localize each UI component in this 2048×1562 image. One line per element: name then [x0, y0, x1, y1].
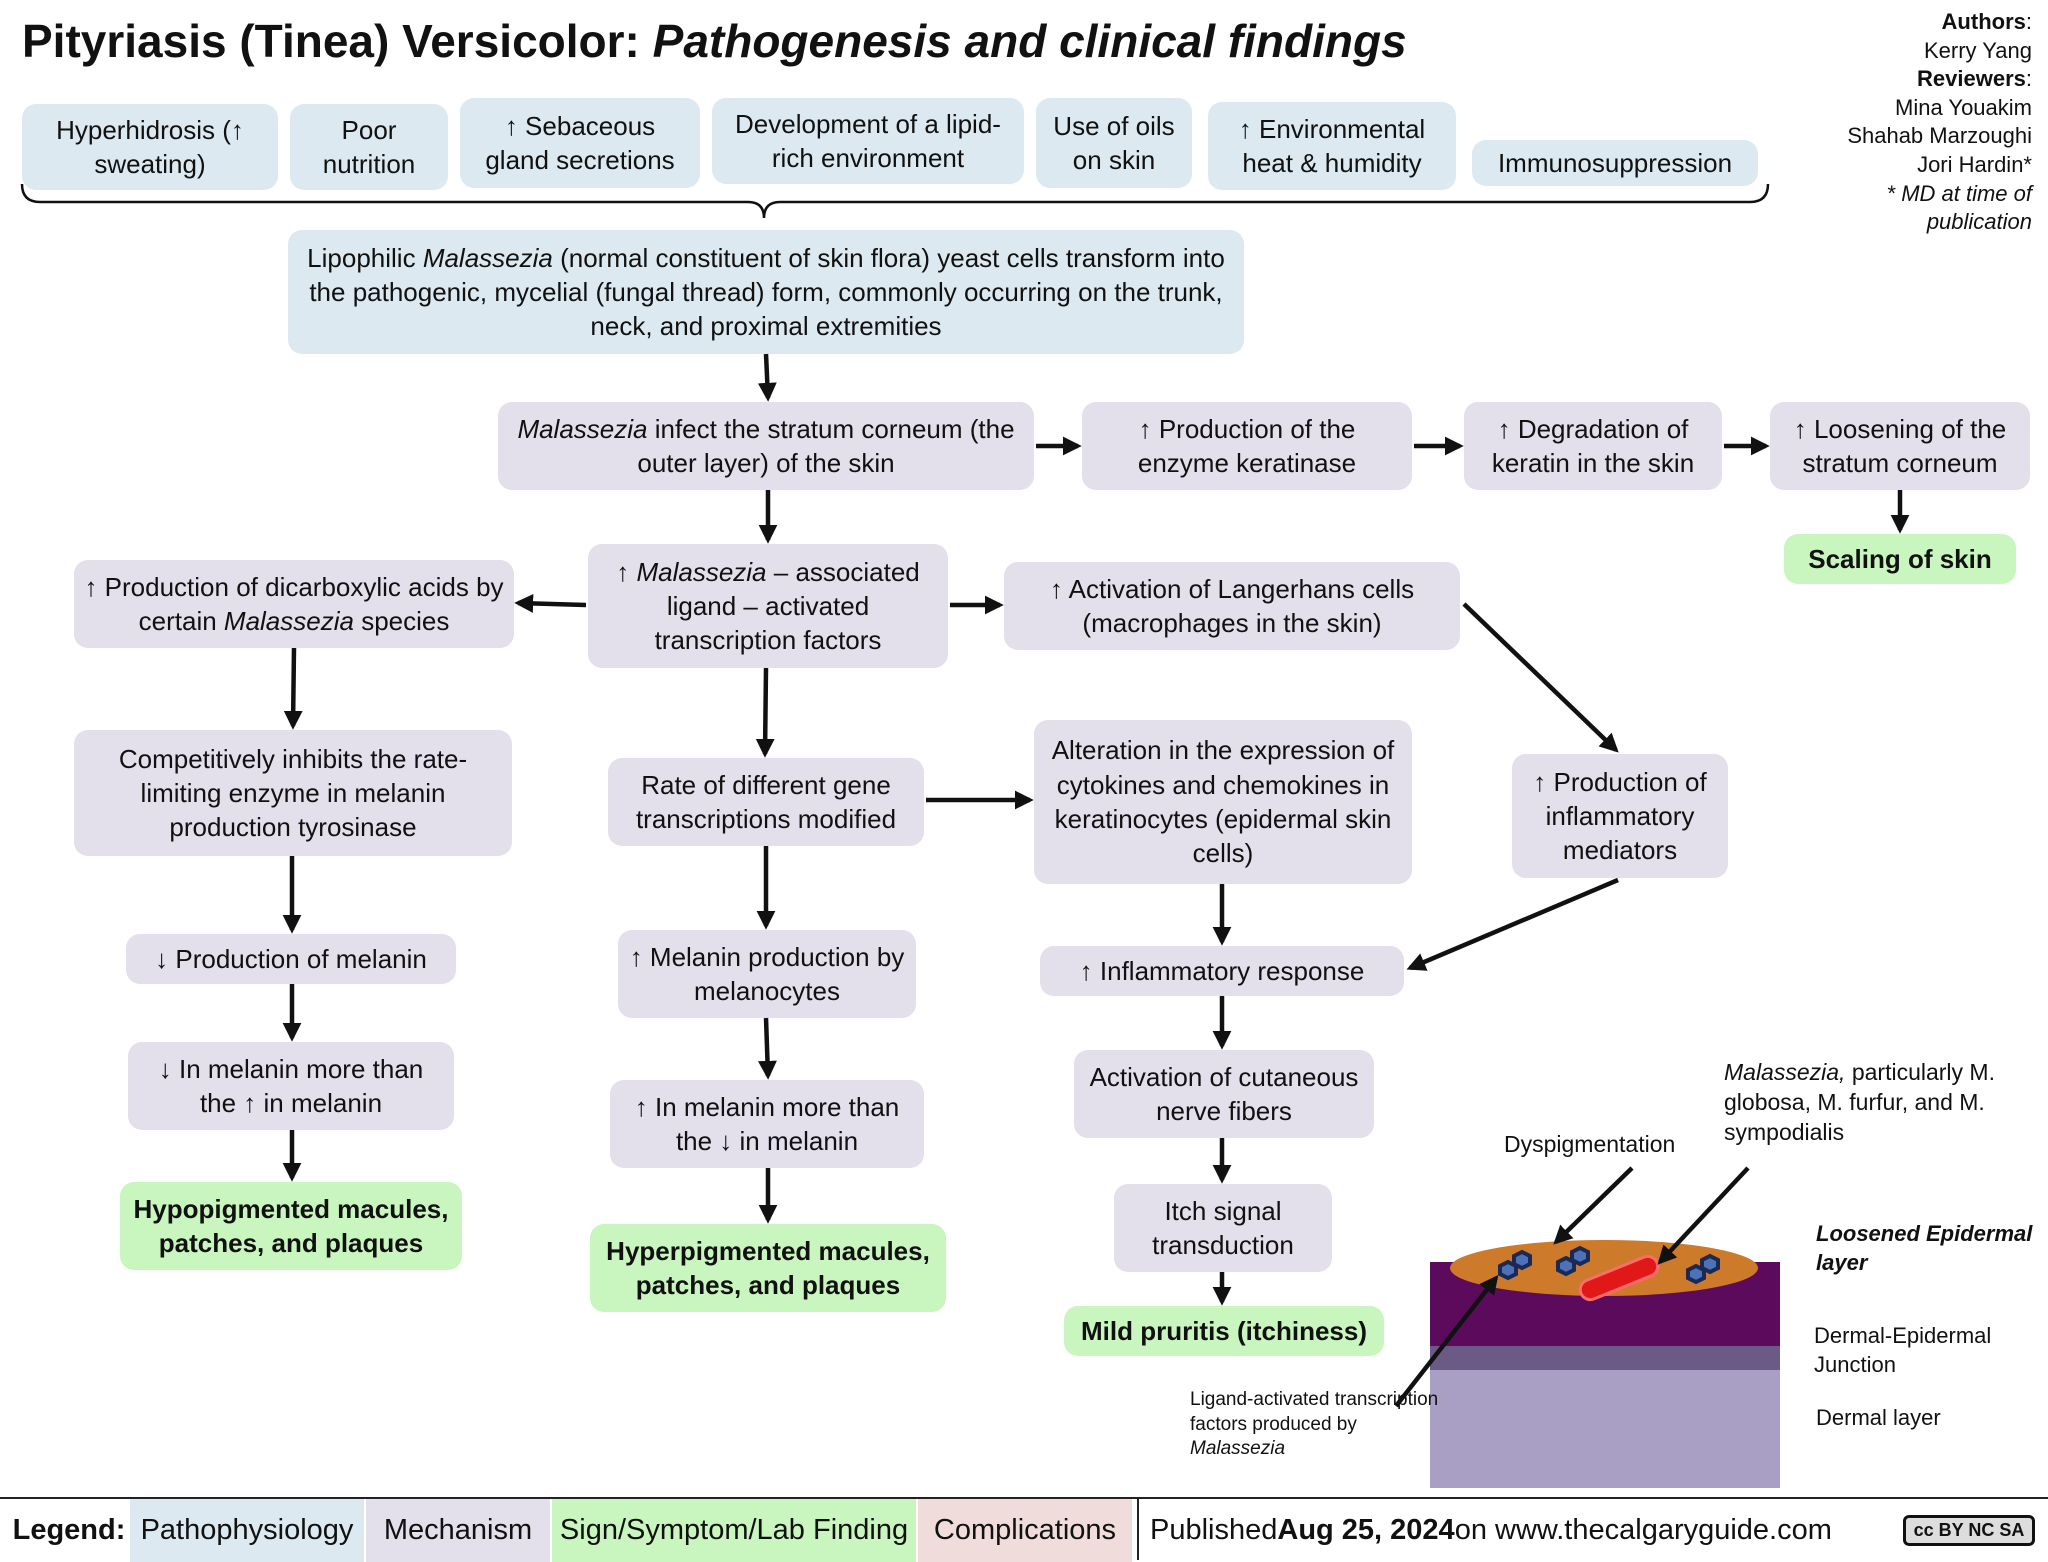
grouping-bracket [20, 183, 1770, 219]
risk-factor-lipid: Development of a lipid-rich environment [712, 98, 1024, 184]
label-junction: Dermal-Epidermal Junction [1814, 1323, 1992, 1377]
risk-factor-nutrition: Poor nutrition [290, 104, 448, 190]
dermal-epidermal-junction [1430, 1346, 1780, 1370]
node-itch: Itch signal transduction [1114, 1184, 1332, 1272]
page-title: Pityriasis (Tinea) Versicolor: Pathogene… [22, 14, 1407, 68]
node-keratinase: ↑ Production of the enzyme keratinase [1082, 402, 1412, 490]
reviewer-name: Mina Youakim [1895, 94, 2032, 120]
node-langerhans: ↑ Activation of Langerhans cells (macrop… [1004, 562, 1460, 650]
published-line: Published Aug 25, 2024 on www.thecalgary… [1150, 1514, 1832, 1546]
yeast-cell-icon [1512, 1249, 1532, 1271]
node-transform: Lipophilic Malassezia (normal constituen… [288, 230, 1244, 354]
node-loosening: ↑ Loosening of the stratum corneum [1770, 402, 2030, 490]
yeast-cell-icon [1498, 1259, 1518, 1281]
dermal-layer [1430, 1370, 1780, 1488]
node-scaling: Scaling of skin [1784, 534, 2016, 584]
risk-factor-immunosuppression: Immunosuppression [1472, 140, 1758, 186]
node-pruritis: Mild pruritis (itchiness) [1064, 1306, 1384, 1356]
risk-factor-oils: Use of oils on skin [1036, 98, 1192, 188]
yeast-cell-icon [1700, 1253, 1720, 1275]
label-ligand-factors: Ligand-activated transcription factors p… [1190, 1389, 1439, 1460]
legend-sign-symptom: Sign/Symptom/Lab Finding [552, 1499, 916, 1562]
node-less-melanin: ↓ In melanin more than the ↑ in melanin [128, 1042, 454, 1130]
node-infect: Malassezia infect the stratum corneum (t… [498, 402, 1034, 490]
arrow [1657, 1166, 1750, 1265]
legend-label: Legend: [12, 1514, 126, 1546]
arrow [1406, 877, 1619, 971]
risk-factor-heat: ↑ Environmental heat & humidity [1208, 102, 1456, 190]
risk-factor-sebaceous: ↑ Sebaceous gland secretions [460, 98, 700, 188]
hypha-icon [1578, 1254, 1660, 1302]
authors-label: Authors [1941, 9, 2026, 34]
authors-note: * MD at time of publication [1886, 180, 2032, 235]
arrow [514, 593, 587, 613]
legend-complications: Complications [918, 1499, 1132, 1562]
yeast-cell-icon [1556, 1255, 1576, 1277]
title-subtitle: Pathogenesis and clinical findings [652, 15, 1407, 67]
node-melanin-down: ↓ Production of melanin [126, 934, 456, 984]
node-melanin-up: ↑ Melanin production by melanocytes [618, 930, 916, 1018]
node-dicarboxylic: ↑ Production of dicarboxylic acids by ce… [74, 560, 514, 648]
arrow [1462, 602, 1619, 753]
label-dermal: Dermal layer [1816, 1405, 1941, 1430]
node-rate: Rate of different gene transcriptions mo… [608, 758, 924, 846]
authors-block: Authors: Kerry Yang Reviewers: Mina Youa… [1847, 9, 2032, 235]
label-species: Malassezia, particularly M. globosa, M. … [1724, 1059, 1995, 1145]
node-mediators: ↑ Production of inflammatory mediators [1512, 754, 1728, 878]
reviewer-name: Jori Hardin* [1917, 151, 2032, 177]
node-nerve: Activation of cutaneous nerve fibers [1074, 1050, 1374, 1138]
legend: Legend: Pathophysiology Mechanism Sign/S… [0, 1497, 2048, 1562]
node-degradation: ↑ Degradation of keratin in the skin [1464, 402, 1722, 490]
arrow [758, 1017, 777, 1080]
yeast-cell-icon [1686, 1263, 1706, 1285]
arrow [757, 353, 777, 402]
node-ligand: ↑ Malassezia – associated ligand – activ… [588, 544, 948, 668]
node-more-melanin: ↑ In melanin more than the ↓ in melanin [610, 1080, 924, 1168]
cc-license-icon: cc BY NC SA [1896, 1499, 2042, 1562]
node-hyperpigmented: Hyperpigmented macules, patches, and pla… [590, 1224, 946, 1312]
arrow [755, 667, 775, 758]
node-cytokines: Alteration in the expression of cytokine… [1034, 720, 1412, 884]
legend-pathophysiology: Pathophysiology [130, 1499, 364, 1562]
reviewers-label: Reviewers [1917, 66, 2026, 92]
author-name: Kerry Yang [1923, 37, 2032, 63]
risk-factor-hyperhidrosis: Hyperhidrosis (↑ sweating) [22, 104, 278, 190]
node-competitive: Competitively inhibits the rate-limiting… [74, 730, 512, 856]
title-main: Pityriasis (Tinea) Versicolor: [22, 15, 653, 67]
skin-illustration [1394, 1166, 1780, 1488]
arrow [1394, 1275, 1499, 1408]
label-dyspigmentation: Dyspigmentation [1504, 1131, 1676, 1157]
node-inflammatory: ↑ Inflammatory response [1040, 946, 1404, 996]
node-hypopigmented: Hypopigmented macules, patches, and plaq… [120, 1182, 462, 1270]
arrow [283, 647, 303, 730]
reviewer-name: Shahab Marzoughi [1847, 123, 2032, 149]
yeast-cell-icon [1570, 1245, 1590, 1267]
label-loosened: Loosened Epidermal layer [1816, 1221, 2033, 1275]
legend-mechanism: Mechanism [366, 1499, 550, 1562]
arrow [1553, 1166, 1634, 1245]
